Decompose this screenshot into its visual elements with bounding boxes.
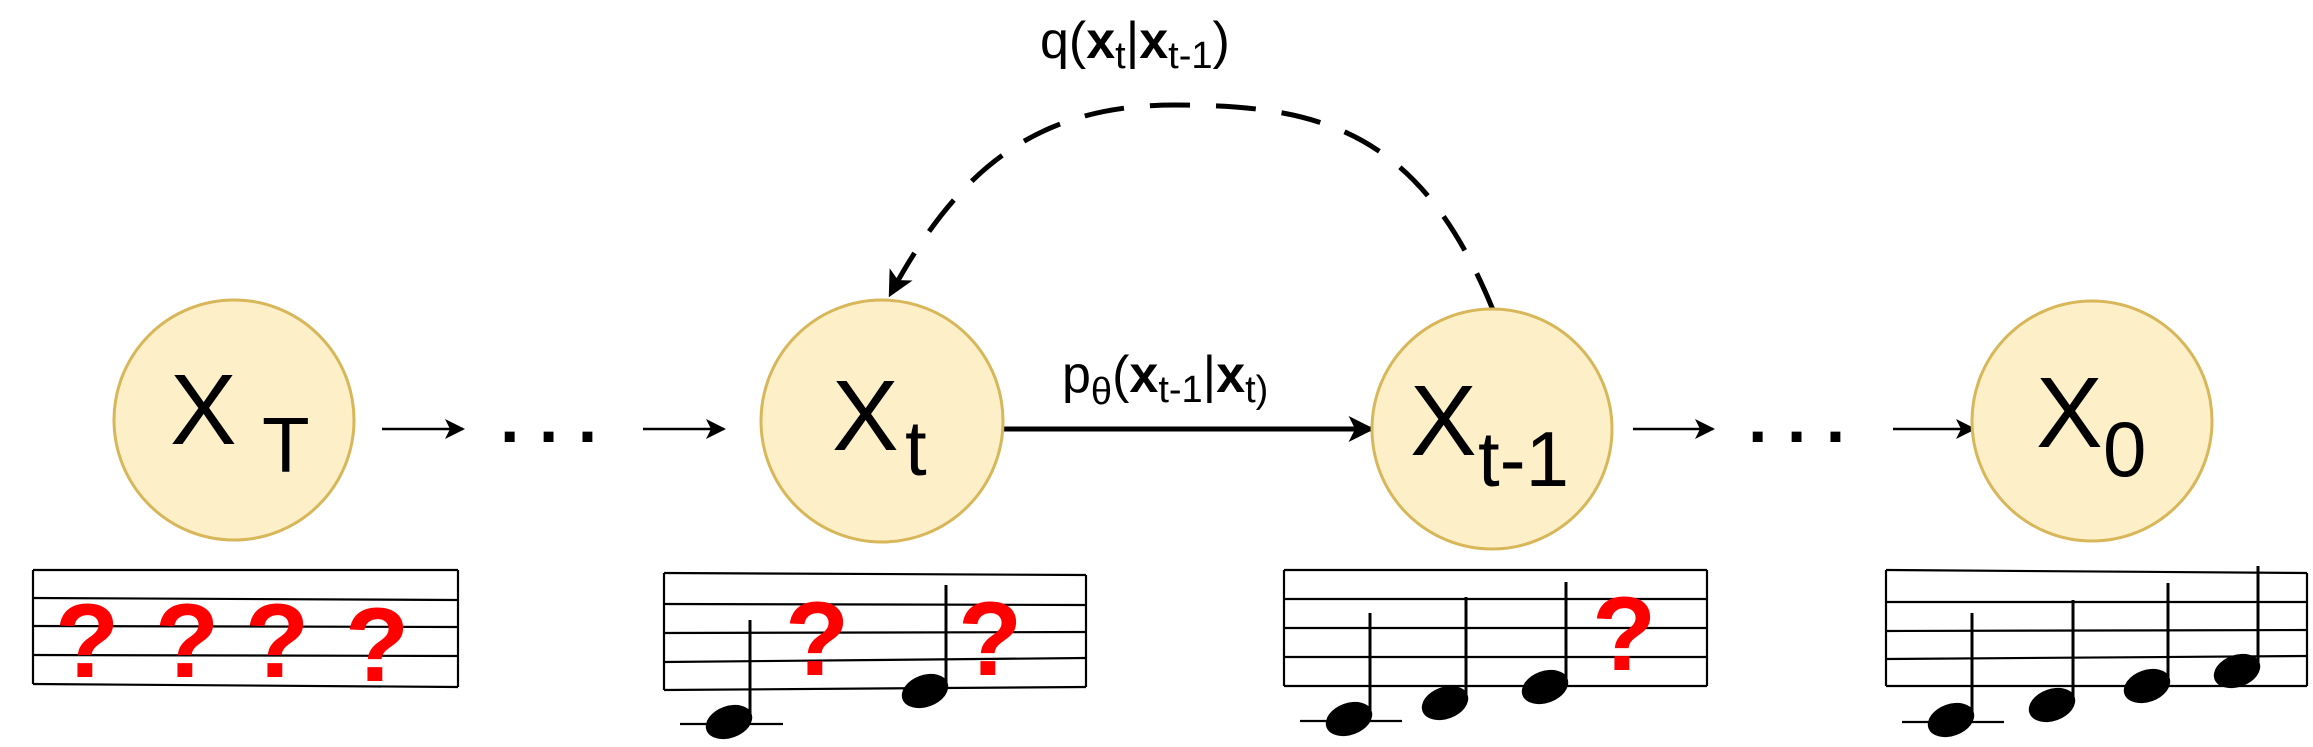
note-head	[1521, 669, 1569, 705]
node-xtm1-base: X	[1410, 365, 1477, 477]
reverse-x2: x	[1139, 12, 1168, 70]
node-xtm1: X t-1	[1370, 307, 1614, 551]
node-x0: X 0	[1970, 299, 2214, 543]
staff-xt: ? ?	[662, 571, 1088, 740]
ellipsis-right: . . .	[1748, 379, 1845, 457]
unknown-note-3: ?	[245, 583, 309, 700]
forward-x1-sub: t-1	[1158, 369, 1202, 411]
unknown-note: ?	[958, 581, 1022, 698]
unknown-note: ?	[1592, 576, 1656, 693]
node-xt-base: X	[832, 360, 899, 472]
unknown-note-2: ?	[155, 583, 219, 700]
unknown-note-1: ?	[55, 583, 119, 700]
note-head	[2028, 687, 2076, 723]
staff-xtm1: ?	[1282, 568, 1709, 737]
note-head	[901, 673, 949, 709]
reverse-x1-sub: t	[1115, 35, 1126, 77]
node-xtm1-sub: t-1	[1478, 415, 1569, 503]
reverse-x1: x	[1086, 12, 1115, 70]
node-xT-sub: T	[262, 401, 310, 489]
node-xT: X T	[112, 298, 356, 542]
node-xT-base: X	[170, 354, 237, 466]
node-x0-sub: 0	[2103, 405, 2146, 493]
unknown-note-4: ?	[345, 587, 409, 704]
ellipsis-left: . . .	[500, 379, 597, 457]
staff-x0	[1884, 566, 2309, 738]
forward-process-label: pθ(xt-1|xt)	[1062, 346, 1268, 413]
reverse-q: q(	[1040, 12, 1087, 70]
node-xt: X t	[759, 298, 1005, 544]
reverse-process-label: q(xt|xt-1)	[1040, 12, 1230, 77]
forward-open: (	[1112, 346, 1130, 404]
note-head	[1421, 685, 1469, 721]
note-head	[1325, 701, 1373, 737]
forward-p: p	[1062, 346, 1091, 404]
reverse-x2-sub: t-1	[1168, 35, 1212, 77]
reverse-bar: |	[1126, 12, 1140, 70]
note-head	[1927, 702, 1975, 738]
reverse-close: )	[1213, 12, 1230, 70]
staff-xT: ? ? ? ?	[31, 568, 460, 704]
node-xt-sub: t	[905, 404, 927, 492]
forward-theta: θ	[1091, 371, 1112, 413]
forward-bar: |	[1203, 346, 1217, 404]
node-x0-base: X	[2036, 357, 2103, 469]
forward-x1: x	[1129, 346, 1158, 404]
unknown-note: ?	[785, 581, 849, 698]
forward-x2: x	[1216, 346, 1245, 404]
forward-x2-sub: t)	[1245, 369, 1268, 411]
note-head	[2213, 653, 2261, 689]
reverse-process-arc	[887, 102, 1496, 311]
note-head	[705, 704, 753, 740]
note-head	[2123, 668, 2171, 704]
